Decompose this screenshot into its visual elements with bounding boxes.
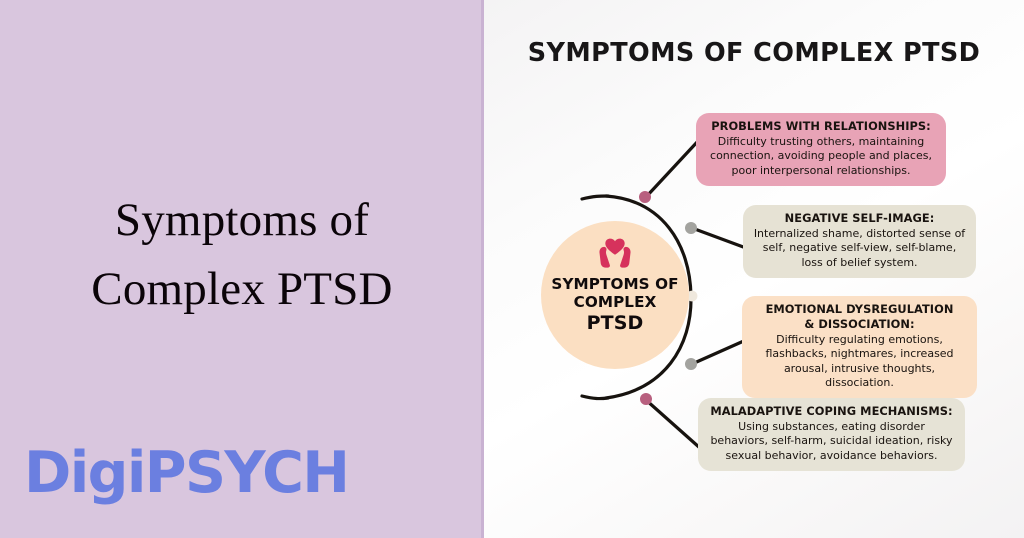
symptom-card-self-image: NEGATIVE SELF-IMAGE: Internalized shame,… [743, 205, 976, 279]
page-title-line-2: Complex PTSD [91, 263, 393, 316]
symptom-card-dysregulation: EMOTIONAL DYSREGULATION & DISSOCIATION: … [742, 296, 977, 399]
symptom-heading-dysregulation-line-2: & DISSOCIATION: [804, 316, 915, 331]
center-label-line-3: PTSD [586, 312, 644, 335]
brand-logo: DigiPSYCH [24, 440, 350, 506]
symptom-heading-relationships: PROBLEMS WITH RELATIONSHIPS: [711, 119, 931, 133]
branch-line-dysregulation [690, 338, 748, 366]
symptom-body-relationships: Difficulty trusting others, maintaining … [710, 134, 932, 177]
page-title-line-1: Symptoms of [114, 194, 370, 246]
symptom-heading-self-image: NEGATIVE SELF-IMAGE: [784, 211, 935, 225]
arc-tail-bottom [580, 394, 610, 401]
center-node-label: SYMPTOMS OF COMPLEX PTSD [551, 275, 679, 335]
node-dot-self-image [685, 222, 697, 234]
branch-line-relationships [644, 138, 701, 199]
symptom-card-coping: MALADAPTIVE COPING MECHANISMS: Using sub… [698, 398, 965, 472]
branch-line-coping [644, 398, 702, 450]
diagram-title: SYMPTOMS OF COMPLEX PTSD [527, 38, 981, 68]
center-node: SYMPTOMS OF COMPLEX PTSD [541, 221, 689, 369]
symptom-card-relationships: PROBLEMS WITH RELATIONSHIPS: Difficulty … [696, 113, 946, 187]
node-dot-coping [640, 393, 652, 405]
arc-tail-top [580, 194, 610, 201]
branch-line-self-image [690, 226, 748, 250]
symptom-heading-coping: MALADAPTIVE COPING MECHANISMS: [710, 404, 953, 418]
left-title-panel: Symptoms of Complex PTSD DigiPSYCH [0, 0, 484, 538]
page-title: Symptoms of Complex PTSD [0, 186, 484, 324]
center-label-line-1: SYMPTOMS OF [551, 275, 679, 293]
symptom-heading-dysregulation-line-1: EMOTIONAL DYSREGULATION [765, 302, 954, 316]
heart-in-hands-icon [599, 238, 631, 268]
node-dot-relationships [639, 191, 651, 203]
center-label-line-2: COMPLEX [573, 292, 657, 311]
node-dot-dysregulation [685, 358, 697, 370]
symptom-body-coping: Using substances, eating disorder behavi… [710, 419, 953, 462]
diagram-panel: SYMPTOMS OF COMPLEX PTSD [484, 0, 1024, 538]
symptom-body-dysregulation: Difficulty regulating emotions, flashbac… [765, 332, 954, 390]
symptom-body-self-image: Internalized shame, distorted sense of s… [753, 226, 966, 269]
